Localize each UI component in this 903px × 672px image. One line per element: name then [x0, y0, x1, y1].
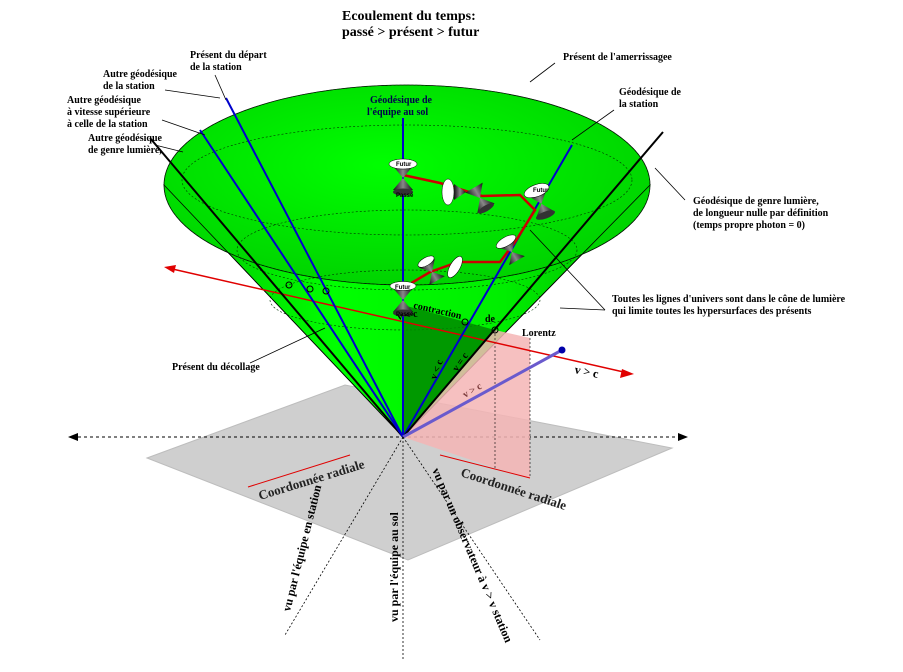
label-autre-geod-lumiere-2: de genre lumière, [88, 145, 162, 156]
label-autre-geod-station-2: de la station [103, 81, 155, 92]
space-plane [145, 384, 674, 561]
label-lignes-univers-1: Toutes les lignes d'univers sont dans le… [612, 294, 846, 305]
label-geod-equipe-1: Géodésique de [370, 95, 433, 106]
label-geod-equipe-2: l'équipe au sol [367, 107, 428, 118]
label-autre-geod-vitesse-2: à vitesse supérieure [67, 107, 151, 118]
label-de: de [485, 314, 496, 325]
other-geodesic-faster [199, 129, 404, 438]
cone-tag-futur-3: Futur [395, 285, 411, 291]
cone-tag-futur-1: Futur [396, 162, 412, 168]
label-vu-equipe-sol: vu par l'équipe au sol [387, 512, 401, 622]
radial-line-right [439, 454, 531, 479]
radial-line-left [247, 454, 351, 488]
mini-cones [388, 158, 555, 317]
light-geodesic-right [402, 131, 664, 438]
label-geod-lumiere-1: Géodésique de genre lumière, [693, 196, 819, 207]
cone-tag-passe-3: Passé [396, 312, 414, 318]
axis-arrow-right [678, 433, 688, 441]
cone-tag-futur-2: Futur [533, 188, 549, 194]
label-autre-geod-vitesse-3: à celle de la station [67, 119, 148, 130]
superluminal-region [403, 330, 530, 478]
label-present-depart-1: Présent du départ [190, 50, 267, 61]
label-geod-station-1: Géodésique de [619, 87, 682, 98]
label-autre-geod-station-1: Autre géodésique [103, 69, 178, 80]
label-v-gt-c-2: v > c [573, 362, 600, 381]
superluminal-line [402, 348, 563, 439]
label-lorentz: Lorentz [522, 328, 556, 339]
label-geod-station-2: la station [619, 99, 659, 110]
title-line-2: passé > présent > futur [342, 25, 479, 40]
present-surface-1 [181, 124, 633, 236]
label-present-decollage: Présent du décollage [172, 362, 260, 373]
projection-station [284, 436, 404, 636]
label-geod-lumiere-2: de longueur nulle par définition [693, 208, 829, 219]
label-geod-lumiere-3: (temps propre photon = 0) [693, 220, 805, 231]
label-present-depart-2: de la station [190, 62, 242, 73]
present-axis-arrow-right [620, 369, 634, 378]
label-lignes-univers-2: qui limite toutes les hypersurfaces des … [612, 306, 812, 317]
projection-observer [402, 436, 541, 641]
label-present-amerrissage: Présent de l'amerrissagee [563, 52, 672, 63]
label-autre-geod-lumiere-1: Autre géodésique [88, 133, 163, 144]
title-line-1: Ecoulement du temps: [342, 9, 476, 24]
axis-arrow-left [68, 433, 78, 441]
label-v-lt-c-1: v < c [397, 309, 419, 323]
present-axis-arrow-left [164, 265, 176, 273]
leader-lines [154, 62, 686, 364]
present-surface-3 [269, 269, 541, 331]
other-geodesic-station [225, 97, 404, 438]
light-geodesic-left [149, 137, 404, 438]
label-autre-geod-vitesse-1: Autre géodésique [67, 95, 142, 106]
cone-tag-passe-1: Passé [396, 193, 414, 199]
